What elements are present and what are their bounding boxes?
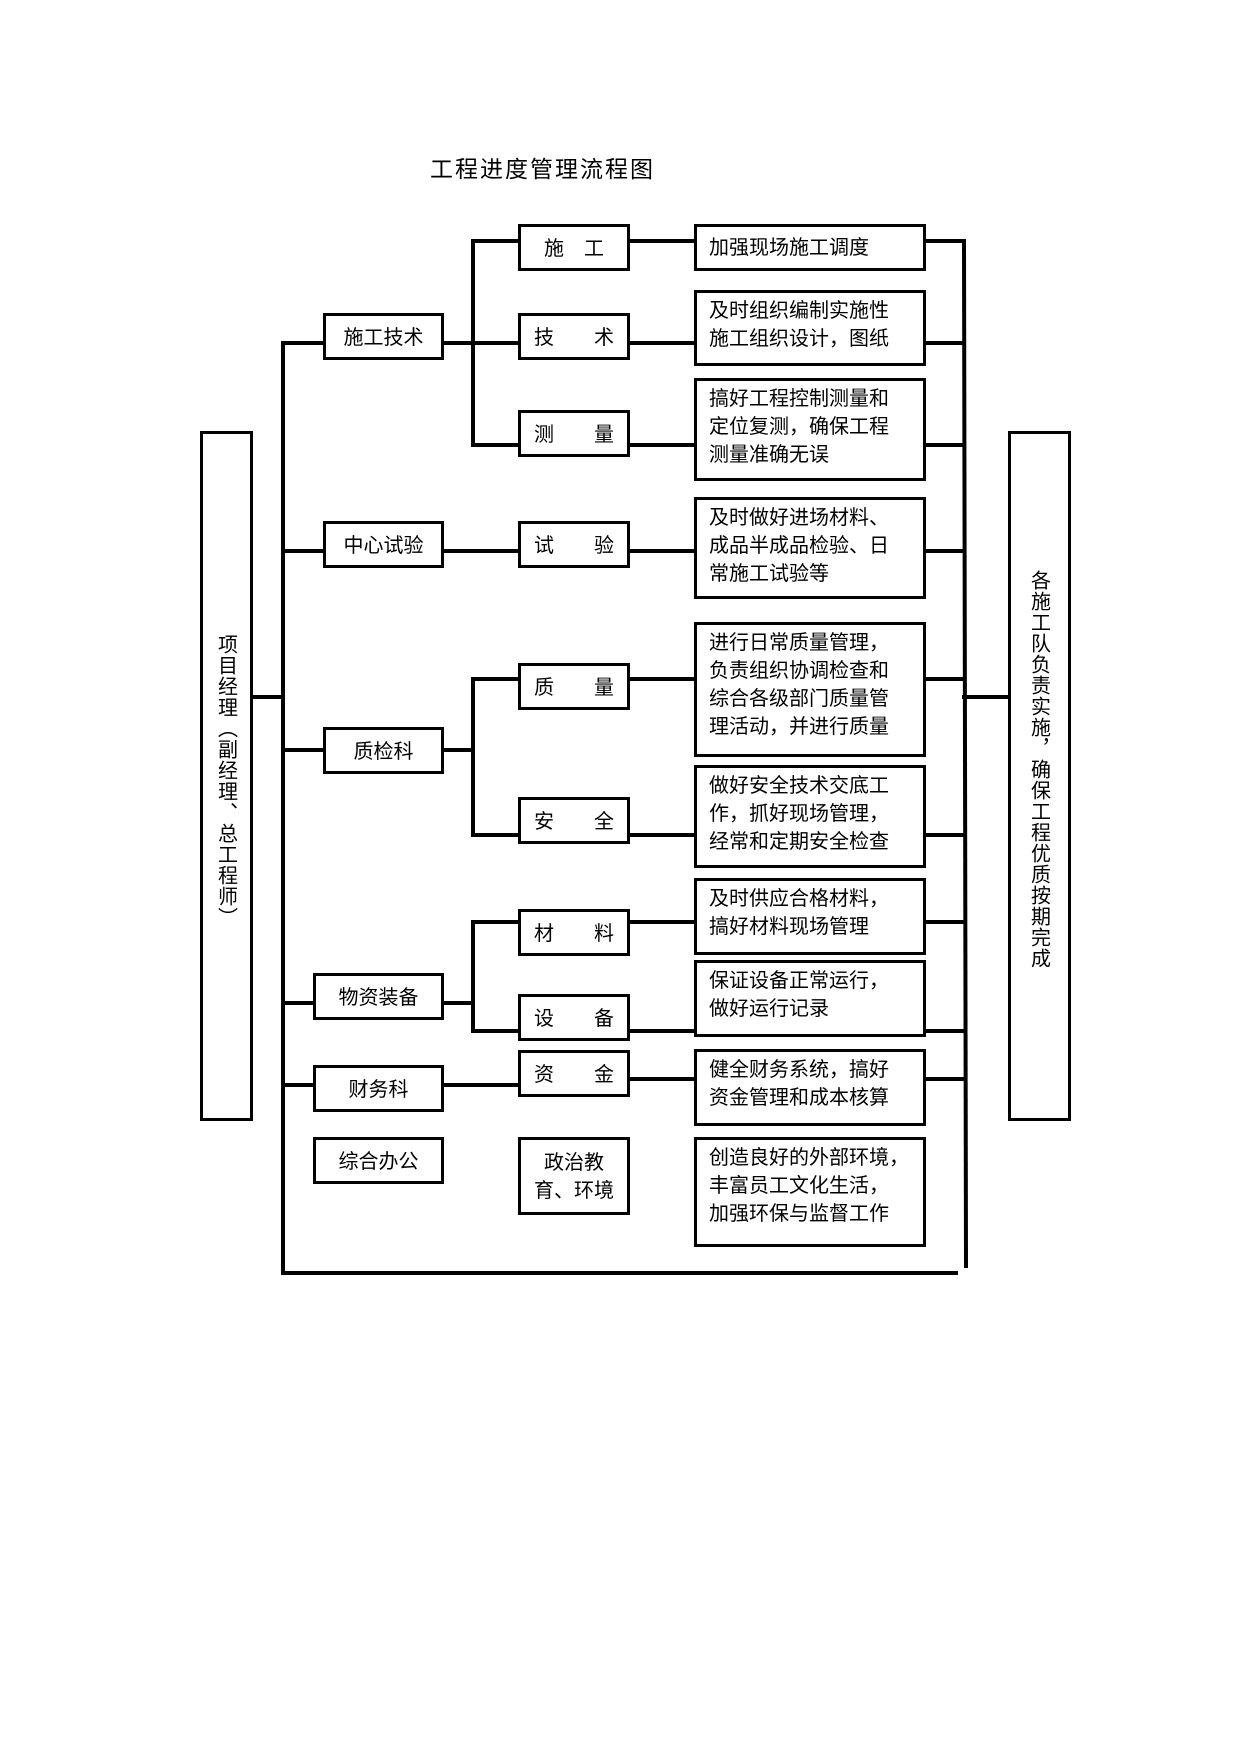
func-political-education: 政治教 育、环境: [518, 1137, 630, 1215]
project-manager-box: 项目经理（副经理、总工程师）: [200, 431, 253, 1121]
func-materials: 材 料: [518, 909, 630, 956]
project-manager-label: 项目经理（副经理、总工程师）: [214, 634, 239, 928]
dept-construction-tech: 施工技术: [323, 313, 444, 360]
func-funds: 资 金: [518, 1050, 630, 1097]
func-surveying: 测 量: [518, 410, 630, 457]
desc-quality: 进行日常质量管理， 负责组织协调检查和 综合各级部门质量管 理活动，并进行质量: [694, 622, 926, 757]
func-testing: 试 验: [518, 521, 630, 568]
dept-materials-equipment: 物资装备: [313, 973, 444, 1020]
desc-political-education: 创造良好的外部环境， 丰富员工文化生活， 加强环保与监督工作: [694, 1137, 926, 1247]
desc-equipment: 保证设备正常运行， 做好运行记录: [694, 960, 926, 1037]
desc-construction: 加强现场施工调度: [694, 224, 926, 271]
construction-teams-box: 各施工队负责实施，确保工程优质按期完成: [1008, 431, 1071, 1121]
func-technical: 技 术: [518, 313, 630, 360]
desc-safety: 做好安全技术交底工 作，抓好现场管理， 经常和定期安全检查: [694, 765, 926, 868]
dept-finance: 财务科: [313, 1065, 444, 1112]
dept-quality-inspection: 质检科: [323, 727, 444, 774]
desc-funds: 健全财务系统，搞好 资金管理和成本核算: [694, 1049, 926, 1126]
func-construction: 施 工: [518, 224, 630, 271]
desc-surveying: 搞好工程控制测量和 定位复测，确保工程 测量准确无误: [694, 378, 926, 481]
diagram-title: 工程进度管理流程图: [430, 157, 655, 183]
desc-testing: 及时做好进场材料、 成品半成品检验、日 常施工试验等: [694, 497, 926, 599]
desc-technical: 及时组织编制实施性 施工组织设计，图纸: [694, 290, 926, 366]
desc-materials: 及时供应合格材料， 搞好材料现场管理: [694, 878, 926, 955]
dept-general-office: 综合办公: [313, 1137, 444, 1184]
func-safety: 安 全: [518, 797, 630, 844]
func-equipment: 设 备: [518, 994, 630, 1041]
func-quality: 质 量: [518, 663, 630, 710]
construction-teams-label: 各施工队负责实施，确保工程优质按期完成: [1027, 570, 1052, 969]
dept-central-lab: 中心试验: [323, 521, 444, 568]
